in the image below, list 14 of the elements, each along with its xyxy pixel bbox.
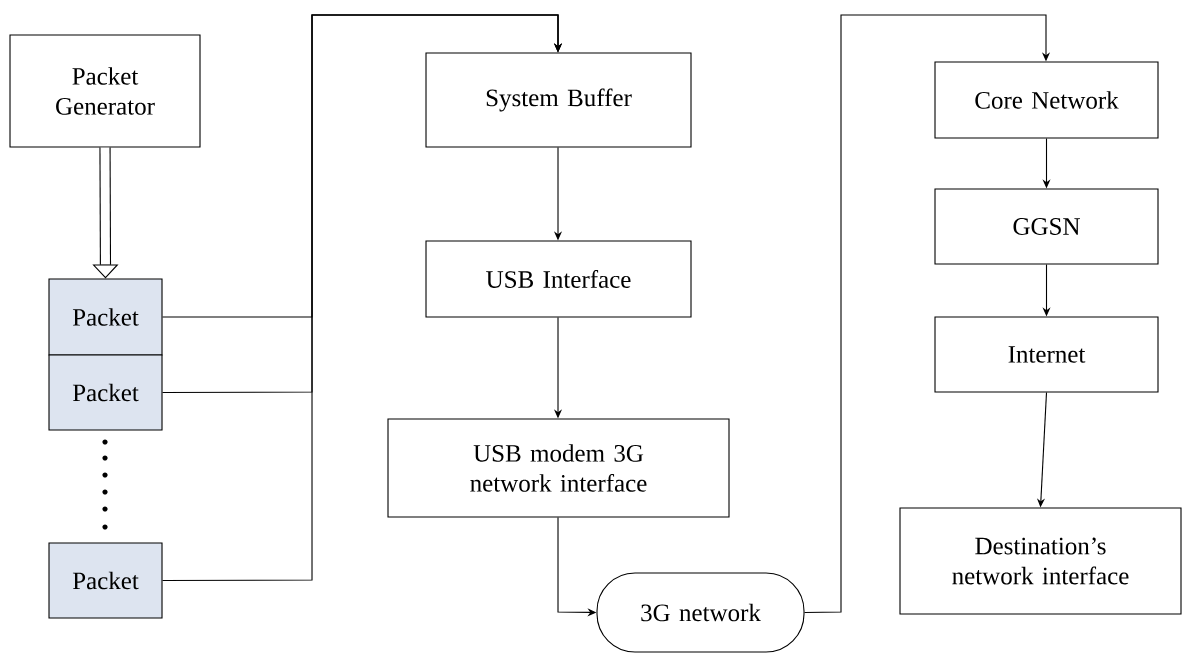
arrow xyxy=(162,14,563,582)
packet-box: Packet xyxy=(48,542,163,619)
process-box: GGSN xyxy=(934,188,1159,265)
process-box: USB modem 3G network interface xyxy=(387,418,730,518)
packet-box: Packet xyxy=(48,278,163,356)
network-terminal: 3G network xyxy=(596,572,805,653)
packet-box: Packet xyxy=(48,354,163,431)
arrow xyxy=(804,14,1051,614)
process-box: USB Interface xyxy=(425,240,692,318)
process-box: Packet Generator xyxy=(9,34,201,148)
process-box: Core Network xyxy=(934,61,1159,139)
process-box: System Buffer xyxy=(425,52,692,148)
process-box: Internet xyxy=(934,316,1159,393)
process-box: Destination’s network interface xyxy=(899,507,1182,615)
